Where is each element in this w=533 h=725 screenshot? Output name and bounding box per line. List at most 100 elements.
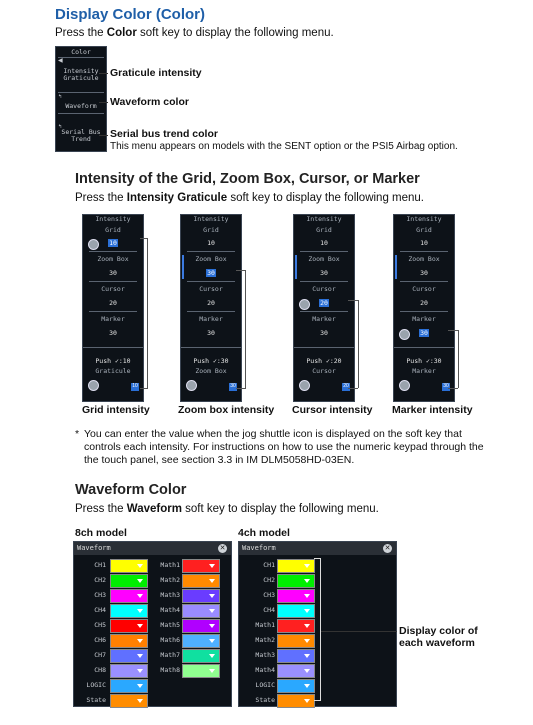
push-hint: Push ✓:20 xyxy=(306,357,342,365)
note-line: controls each intensity. For instruction… xyxy=(84,441,484,453)
submenu-icon: ↰ xyxy=(58,94,63,100)
waveform-label: Math1 xyxy=(255,621,275,629)
softkey-value: 30 xyxy=(442,383,450,391)
submenu-icon: ↰ xyxy=(58,124,63,130)
divider xyxy=(89,251,137,252)
color-swatch-dropdown[interactable] xyxy=(182,559,220,573)
grid-value[interactable]: 10 xyxy=(320,239,328,247)
zoom-value[interactable]: 30 xyxy=(109,269,117,277)
color-swatch-dropdown[interactable] xyxy=(110,694,148,708)
color-swatch-dropdown[interactable] xyxy=(182,619,220,633)
color-swatch-dropdown[interactable] xyxy=(277,589,315,603)
color-swatch-dropdown[interactable] xyxy=(277,664,315,678)
softkey-serial-bus-trend[interactable]: Serial Bus Trend xyxy=(61,128,101,143)
waveform-label: Math1 xyxy=(160,561,180,569)
bracket-line xyxy=(448,330,458,331)
grid-value[interactable]: 10 xyxy=(83,239,143,247)
softkey-label[interactable]: Zoom Box xyxy=(195,367,227,375)
cursor-value[interactable]: 20 xyxy=(294,299,354,307)
waveform-label: CH2 xyxy=(263,576,275,584)
panel-title: Intensity xyxy=(406,215,442,223)
grid-value[interactable]: 10 xyxy=(207,239,215,247)
divider xyxy=(300,311,348,312)
value-text: 30 xyxy=(419,329,429,337)
color-swatch-dropdown[interactable] xyxy=(110,634,148,648)
close-icon[interactable]: ✕ xyxy=(218,544,227,553)
cursor-value[interactable]: 20 xyxy=(420,299,428,307)
cursor-value[interactable]: 20 xyxy=(109,299,117,307)
waveform-label: CH6 xyxy=(94,636,106,644)
softkey-label[interactable]: Cursor xyxy=(312,367,336,375)
color-swatch-dropdown[interactable] xyxy=(277,619,315,633)
color-swatch-dropdown[interactable] xyxy=(277,679,315,693)
zoom-value[interactable]: 30 xyxy=(320,269,328,277)
color-swatch-dropdown[interactable] xyxy=(110,574,148,588)
panel-title: Intensity xyxy=(306,215,342,223)
color-swatch-dropdown[interactable] xyxy=(277,634,315,648)
color-swatch-dropdown[interactable] xyxy=(110,589,148,603)
label-4ch-model: 4ch model xyxy=(238,527,290,539)
softkey-intensity-graticule[interactable]: Intensity Graticule xyxy=(58,64,104,93)
zoom-value[interactable]: 30 xyxy=(420,269,428,277)
row-label-grid: Grid xyxy=(105,226,121,234)
intensity-panel-cursor: Intensity Grid 10 Zoom Box 30 Cursor 20 … xyxy=(293,214,355,402)
menu-title: Color xyxy=(58,48,104,58)
bracket-line xyxy=(458,330,459,388)
row-label-grid: Grid xyxy=(316,226,332,234)
display-color-intro: Press the Color soft key to display the … xyxy=(55,26,334,40)
note-line: the touch panel, see section 3.3 in IM D… xyxy=(84,454,355,466)
close-icon[interactable]: ✕ xyxy=(383,544,392,553)
color-swatch-dropdown[interactable] xyxy=(110,619,148,633)
color-swatch-dropdown[interactable] xyxy=(110,679,148,693)
color-swatch-dropdown[interactable] xyxy=(110,559,148,573)
color-swatch-dropdown[interactable] xyxy=(277,649,315,663)
color-swatch-dropdown[interactable] xyxy=(277,574,315,588)
color-swatch-dropdown[interactable] xyxy=(182,574,220,588)
callout-text: Display color of xyxy=(399,625,478,637)
cursor-value[interactable]: 20 xyxy=(207,299,215,307)
color-swatch-dropdown[interactable] xyxy=(182,589,220,603)
marker-value[interactable]: 30 xyxy=(394,329,454,337)
waveform-label: Math2 xyxy=(160,576,180,584)
marker-value[interactable]: 30 xyxy=(109,329,117,337)
intensity-note: You can enter the value when the jog shu… xyxy=(84,428,524,467)
color-swatch-dropdown[interactable] xyxy=(110,664,148,678)
jog-shuttle-icon xyxy=(299,380,310,391)
jog-shuttle-icon xyxy=(299,299,310,310)
softkey-label[interactable]: Marker xyxy=(412,367,436,375)
row-label-cursor: Cursor xyxy=(199,285,223,293)
waveform-label: CH4 xyxy=(94,606,106,614)
divider xyxy=(400,311,448,312)
color-swatch-dropdown[interactable] xyxy=(277,604,315,618)
note-asterisk: * xyxy=(75,428,80,440)
marker-value[interactable]: 30 xyxy=(207,329,215,337)
color-swatch-dropdown[interactable] xyxy=(110,604,148,618)
color-swatch-dropdown[interactable] xyxy=(182,634,220,648)
softkey-label[interactable]: Graticule xyxy=(95,367,131,375)
zoom-value[interactable]: 30 xyxy=(181,269,241,277)
color-swatch-dropdown[interactable] xyxy=(277,559,315,573)
waveform-label: CH1 xyxy=(263,561,275,569)
callout-waveform: Waveform color xyxy=(110,96,189,108)
back-arrow-icon: ◀ xyxy=(58,58,63,64)
intensity-intro: Press the Intensity Graticule soft key t… xyxy=(75,191,424,205)
row-label-grid: Grid xyxy=(203,226,219,234)
divider xyxy=(400,281,448,282)
bracket-line xyxy=(140,388,148,389)
color-swatch-dropdown[interactable] xyxy=(182,604,220,618)
row-label-zoom: Zoom Box xyxy=(195,255,227,263)
color-swatch-dropdown[interactable] xyxy=(110,649,148,663)
note-line: You can enter the value when the jog shu… xyxy=(84,428,462,440)
softkey-waveform[interactable]: Waveform xyxy=(58,99,104,114)
marker-value[interactable]: 30 xyxy=(320,329,328,337)
color-swatch-dropdown[interactable] xyxy=(277,694,315,708)
color-swatch-dropdown[interactable] xyxy=(182,664,220,678)
bracket-line xyxy=(236,388,246,389)
bracket-line xyxy=(348,300,358,301)
callout-text: each waveform xyxy=(399,637,475,649)
bracket-line xyxy=(320,558,321,700)
grid-value[interactable]: 10 xyxy=(420,239,428,247)
intro-text-end: soft key to display the following menu. xyxy=(181,503,379,515)
section-title-display-color: Display Color (Color) xyxy=(55,6,206,23)
color-swatch-dropdown[interactable] xyxy=(182,649,220,663)
